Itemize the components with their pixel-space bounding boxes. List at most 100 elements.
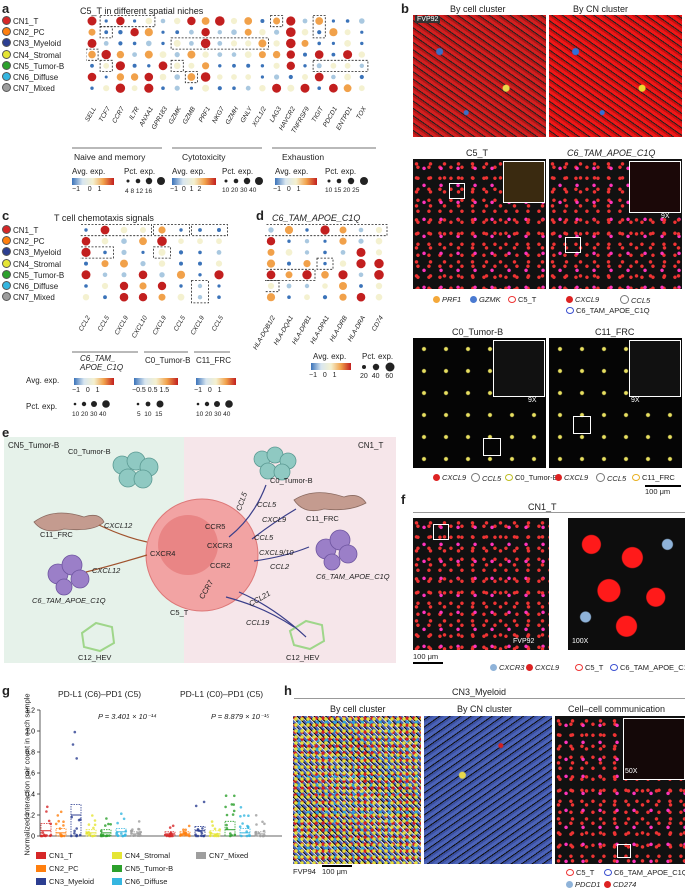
h-sample: FVP94 <box>293 867 316 876</box>
c-avg-ticks-2: −0.5 0.5 1.5 <box>132 387 170 394</box>
c-avg-label: Avg. exp. <box>26 376 60 385</box>
panel-d-title: C6_TAM_APOE_C1Q <box>272 213 361 223</box>
panel-d-dotplot <box>265 224 388 302</box>
panel-label-c: c <box>2 208 10 223</box>
dot-mark <box>287 261 291 266</box>
f-scalebar-label: 100 μm <box>413 652 439 661</box>
dot-mark <box>158 61 168 71</box>
e-schematic <box>33 446 367 653</box>
dot-mark <box>202 51 209 58</box>
dot-mark <box>87 16 97 26</box>
b-map-c6tam: 9X <box>549 159 682 289</box>
dot-mark <box>215 260 223 267</box>
g-y-tick-label: 1.2 <box>25 708 35 715</box>
dot-mark <box>84 228 88 232</box>
dot-mark <box>188 62 195 69</box>
b-title-cell-cluster: By cell cluster <box>450 4 506 14</box>
dot-mark <box>304 283 310 289</box>
b-legend3-c0: C0_Tumor-B <box>505 473 558 482</box>
dot-mark <box>81 247 91 257</box>
dot-mark <box>157 236 167 246</box>
niche-name: CN3_Myeloid <box>13 248 62 258</box>
dot-mark <box>159 51 167 58</box>
dot-mark <box>159 73 167 81</box>
dot-mark <box>258 51 266 59</box>
g-point <box>77 818 81 822</box>
g-point <box>211 824 214 827</box>
h-title-comm: Cell–cell communication <box>568 704 666 714</box>
dot-mark <box>272 83 282 93</box>
dot-mark <box>189 29 194 35</box>
dot-mark <box>358 227 364 233</box>
dot-mark <box>304 239 310 244</box>
c-colorbar-3 <box>196 378 236 385</box>
panel-label-e: e <box>2 425 10 440</box>
dot-mark <box>360 30 364 34</box>
dot-mark <box>244 28 252 36</box>
g-point <box>225 813 229 817</box>
dot-mark <box>116 50 125 59</box>
dot-mark <box>359 63 364 68</box>
highlight-box <box>184 71 198 84</box>
e-cell-c12-left: C12_HEV <box>78 653 112 662</box>
niche-name: CN4_Stromal <box>13 50 62 60</box>
dot-mark <box>201 17 210 25</box>
b-scalebar-label: 100 μm <box>645 487 671 496</box>
g-point <box>59 810 63 814</box>
g-point <box>200 832 204 835</box>
g-point <box>104 824 107 827</box>
dot-mark <box>359 74 364 80</box>
niche-color-dot <box>2 27 11 37</box>
g-point <box>239 815 242 818</box>
dot-mark <box>197 295 203 300</box>
niche-label-cn1_t: CN1_T <box>2 16 38 27</box>
dot-mark <box>147 64 151 68</box>
g-point <box>229 832 232 835</box>
g-point <box>131 828 134 831</box>
b-zoom-label-2: 9X <box>661 213 670 220</box>
dot-mark <box>176 270 186 279</box>
g-point <box>93 819 97 822</box>
dot-mark <box>216 250 222 255</box>
panel-a-title: C5_T in different spatial niches <box>80 6 204 16</box>
dot-mark <box>339 237 347 245</box>
g-point <box>41 831 45 834</box>
g-point <box>213 827 217 831</box>
g-point <box>109 823 112 826</box>
dot-mark <box>177 293 185 301</box>
dot-mark <box>375 226 383 234</box>
dot-mark <box>82 294 90 301</box>
niche-color-dot <box>2 225 11 234</box>
d-pct-dots <box>362 362 395 372</box>
dot-mark <box>132 63 137 68</box>
b-legend3-cxcl9: CXCL9 <box>433 473 466 482</box>
panel-label-a: a <box>2 1 10 16</box>
dot-mark <box>339 293 347 301</box>
g-point <box>105 817 108 820</box>
dot-mark <box>84 261 88 266</box>
dot-mark <box>81 270 91 280</box>
dot-mark <box>174 52 180 58</box>
dot-mark <box>288 74 293 80</box>
dot-mark <box>121 238 127 244</box>
dot-mark <box>339 260 347 267</box>
g-point <box>171 824 175 828</box>
h-zoom-inset <box>623 718 685 780</box>
dot-mark <box>189 86 193 90</box>
panel-label-g: g <box>2 683 10 698</box>
a-avg-label-2: Avg. exp. <box>172 167 206 176</box>
dot-mark <box>158 226 166 234</box>
dot-mark <box>146 40 152 47</box>
dot-mark <box>121 272 127 278</box>
dot-mark <box>259 29 266 36</box>
dot-mark <box>161 30 165 34</box>
g-box <box>239 828 251 837</box>
g-point <box>196 828 200 831</box>
dot-mark <box>231 29 237 35</box>
a-avg-ticks-2: −1 0 1 2 <box>170 186 202 193</box>
dot-mark <box>244 51 252 58</box>
dot-mark <box>360 41 364 46</box>
dot-mark <box>103 41 109 46</box>
g-point <box>122 817 126 821</box>
g-box <box>209 830 221 837</box>
